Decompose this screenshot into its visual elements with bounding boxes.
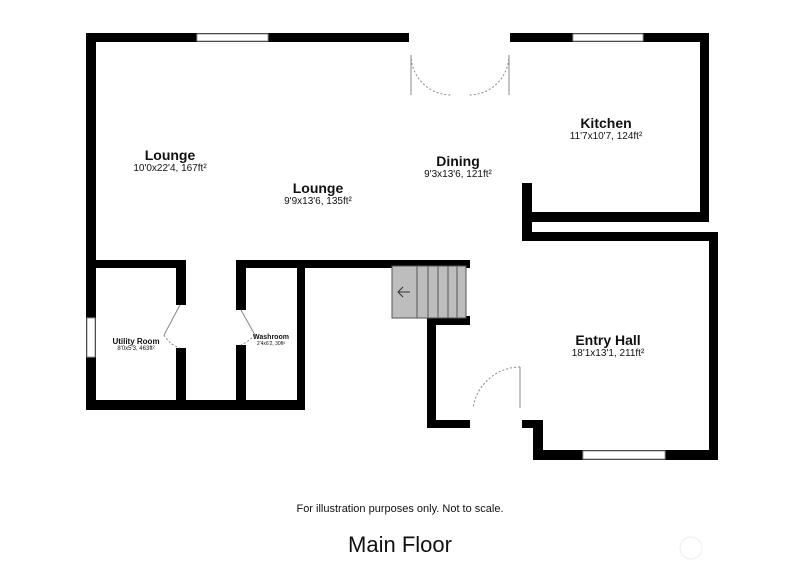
room-name: Entry Hall <box>575 332 641 348</box>
compass-icon <box>679 536 703 560</box>
disclaimer-note: For illustration purposes only. Not to s… <box>296 503 504 515</box>
wall-entry-right <box>709 232 718 460</box>
room-label-kitchen: Kitchen 11'7x10'7, 124ft² <box>570 115 643 142</box>
room-dims: 2'4x6'2, 30ft² <box>256 341 286 347</box>
room-name: Kitchen <box>580 115 632 131</box>
wall-washroom-right <box>297 260 305 410</box>
wall-kitchen-bottom <box>522 212 709 222</box>
window-kitchen <box>572 33 644 42</box>
window-entry <box>582 450 666 460</box>
wall-stairs-top <box>236 260 470 268</box>
room-label-utility-room: Utility Room 8'0x5'3, 463ft² <box>112 337 159 352</box>
wall-entry-stub <box>522 420 543 428</box>
room-dims: 10'0x22'4, 167ft² <box>133 163 207 174</box>
room-name: Utility Room <box>112 337 160 346</box>
wall-stairs-bottom <box>427 316 470 325</box>
walls <box>86 33 718 460</box>
windows <box>86 33 666 460</box>
wall-utility-right-lower <box>176 348 186 410</box>
wall-left <box>86 33 96 410</box>
window-utility <box>86 317 96 358</box>
wall-kitchen-stub <box>522 183 532 240</box>
room-dims: 9'3x13'6, 121ft² <box>424 169 492 180</box>
room-dims: 18'1x13'1, 211ft² <box>571 348 645 359</box>
room-dims: 11'7x10'7, 124ft² <box>569 131 643 142</box>
room-name: Lounge <box>144 147 196 163</box>
stairs <box>391 265 467 319</box>
room-label-lounge-2: Lounge 9'9x13'6, 135ft² <box>284 180 352 207</box>
wall-utility-top <box>86 260 186 268</box>
window-lounge <box>196 33 269 42</box>
wall-kitchen-right <box>700 33 709 222</box>
room-name: Dining <box>436 153 480 169</box>
arrow-left-icon <box>397 286 410 298</box>
wall-bottom-left <box>86 400 305 410</box>
wall-entry-left <box>533 420 543 460</box>
wall-washroom-left-upper <box>236 260 246 310</box>
room-dims: 8'0x5'3, 463ft² <box>117 346 155 352</box>
room-label-lounge-1: Lounge 10'0x22'4, 167ft² <box>133 147 206 174</box>
wall-hall-left <box>427 316 436 428</box>
doors <box>163 54 521 409</box>
wall-utility-right-upper <box>176 260 186 305</box>
room-label-entry-hall: Entry Hall 18'1x13'1, 211ft² <box>572 332 645 359</box>
wall-entry-top <box>522 232 718 241</box>
room-dims: 9'9x13'6, 135ft² <box>284 196 352 207</box>
room-name: Washroom <box>253 334 289 341</box>
wall-washroom-left-lower <box>236 345 246 410</box>
floor-title: Main Floor <box>348 532 452 557</box>
room-label-dining: Dining 9'3x13'6, 121ft² <box>424 153 492 180</box>
wall-hall-bottom <box>427 420 470 428</box>
room-label-washroom: Washroom 2'4x6'2, 30ft² <box>253 334 289 347</box>
room-name: Lounge <box>292 180 344 196</box>
